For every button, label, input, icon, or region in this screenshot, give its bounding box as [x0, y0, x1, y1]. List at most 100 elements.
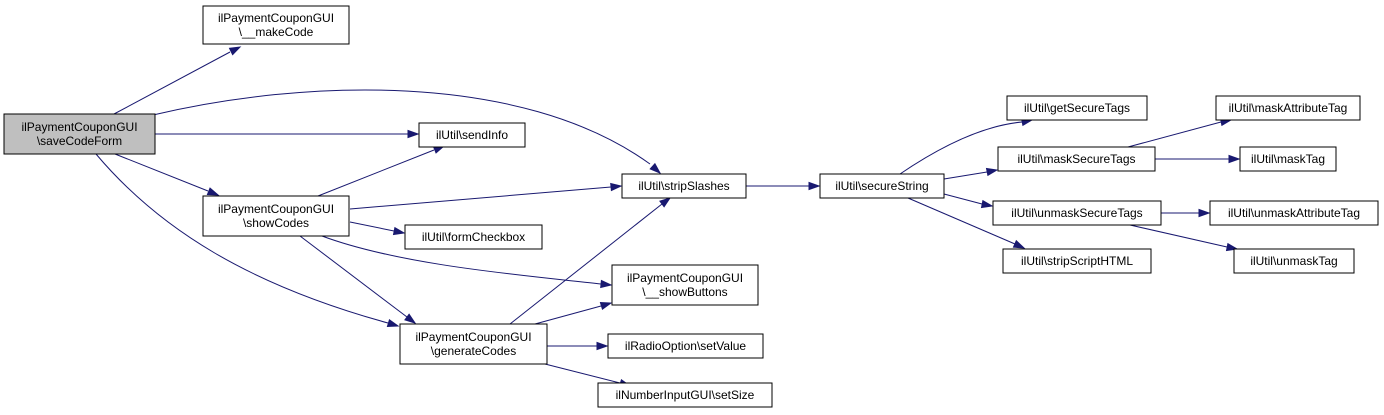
edge-line: [321, 235, 602, 285]
node-formCheckbox[interactable]: ilUtil\formCheckbox: [404, 224, 543, 250]
edge-line: [509, 203, 663, 325]
node-label: ilNumberInputGUI\setSize: [616, 388, 755, 402]
node-label: ilPaymentCouponGUI: [415, 330, 531, 344]
edge-line: [299, 235, 408, 318]
node-label: ilUtil\unmaskTag: [1250, 254, 1337, 268]
arrowhead-icon: [206, 187, 220, 196]
edge-saveCodeForm-to-showCodes: [114, 153, 220, 196]
node-setValue[interactable]: ilRadioOption\setValue: [607, 333, 764, 359]
edge-unmaskSecureTags-to-unmaskAttributeTag: [1161, 208, 1211, 218]
node-sendInfo[interactable]: ilUtil\sendInfo: [418, 122, 526, 148]
arrowhead-icon: [1012, 239, 1026, 249]
node-box: [997, 146, 1156, 172]
edge-line: [534, 305, 602, 325]
edge-line: [943, 171, 988, 180]
edge-line: [899, 121, 1023, 175]
node-box: [1233, 248, 1355, 274]
node-getSecureTags[interactable]: ilUtil\getSecureTags: [1006, 95, 1148, 121]
edge-maskSecureTags-to-maskAttributeTag: [1127, 117, 1233, 148]
node-box: [404, 224, 543, 250]
edge-showCodes-to-sendInfo: [317, 145, 446, 197]
node-box: [1209, 200, 1379, 226]
node-label: ilPaymentCouponGUI: [627, 271, 743, 285]
edge-line: [943, 193, 983, 205]
node-stripScriptHTML[interactable]: ilUtil\stripScriptHTML: [1002, 248, 1152, 274]
node-label: ilUtil\maskSecureTags: [1017, 152, 1135, 166]
node-box: [399, 323, 548, 365]
node-box: [1006, 95, 1148, 121]
node-label: ilUtil\unmaskSecureTags: [1011, 206, 1142, 220]
edge-showCodes-to-generateCodes: [299, 235, 417, 324]
node-maskSecureTags[interactable]: ilUtil\maskSecureTags: [997, 146, 1156, 172]
node-label: ilRadioOption\setValue: [625, 339, 747, 353]
node-box: [621, 173, 747, 199]
node-box: [607, 333, 764, 359]
arrowhead-icon: [407, 129, 420, 139]
edge-line: [349, 186, 612, 210]
node-label: ilUtil\maskTag: [1251, 152, 1325, 166]
edge-secureString-to-maskSecureTags: [943, 167, 999, 180]
arrowhead-icon: [808, 181, 821, 191]
edge-generateCodes-to-showButtons: [534, 301, 613, 325]
edge-showCodes-to-showButtons: [321, 235, 613, 289]
edge-secureString-to-unmaskSecureTags: [943, 193, 994, 209]
edge-secureString-to-stripScriptHTML: [907, 197, 1026, 249]
edge-line: [544, 363, 621, 384]
node-box: [1002, 248, 1152, 274]
arrowhead-icon: [1198, 208, 1211, 218]
node-box: [202, 195, 350, 237]
node-label: ilUtil\unmaskAttributeTag: [1228, 206, 1360, 220]
node-label: \generateCodes: [431, 344, 516, 358]
edge-generateCodes-to-setValue: [547, 341, 609, 351]
node-unmaskSecureTags[interactable]: ilUtil\unmaskSecureTags: [992, 200, 1162, 226]
arrowhead-icon: [600, 279, 613, 289]
node-setSize[interactable]: ilNumberInputGUI\setSize: [597, 382, 773, 408]
node-label: ilUtil\secureString: [835, 179, 928, 193]
edge-saveCodeForm-to-sendInfo: [155, 129, 420, 139]
node-maskAttributeTag[interactable]: ilUtil\maskAttributeTag: [1215, 95, 1361, 121]
node-label: \saveCodeForm: [37, 134, 122, 148]
node-showCodes[interactable]: ilPaymentCouponGUI\showCodes: [202, 195, 350, 237]
arrowhead-icon: [404, 313, 417, 324]
node-generateCodes[interactable]: ilPaymentCouponGUI\generateCodes: [399, 323, 548, 365]
node-maskTag[interactable]: ilUtil\maskTag: [1239, 146, 1337, 172]
edge-showCodes-to-stripSlashes: [349, 182, 623, 210]
edge-stripSlashes-to-secureString: [746, 181, 821, 191]
node-box: [3, 113, 156, 155]
node-unmaskAttributeTag[interactable]: ilUtil\unmaskAttributeTag: [1209, 200, 1379, 226]
edge-showCodes-to-formCheckbox: [349, 221, 406, 236]
arrowhead-icon: [980, 199, 994, 209]
node-stripSlashes[interactable]: ilUtil\stripSlashes: [621, 173, 747, 199]
node-label: ilPaymentCouponGUI: [21, 120, 137, 134]
arrowhead-icon: [985, 167, 999, 177]
edge-line: [113, 51, 231, 115]
node-label: ilUtil\sendInfo: [436, 128, 508, 142]
node-unmaskTag[interactable]: ilUtil\unmaskTag: [1233, 248, 1355, 274]
edge-line: [1129, 224, 1228, 248]
edges-layer: [95, 46, 1241, 388]
arrowhead-icon: [610, 182, 623, 192]
node-box: [1215, 95, 1361, 121]
node-label: ilUtil\maskAttributeTag: [1229, 101, 1348, 115]
edge-saveCodeForm-to-makeCode: [113, 46, 242, 115]
edge-line: [95, 153, 389, 324]
node-label: ilUtil\stripScriptHTML: [1021, 254, 1133, 268]
node-label: ilUtil\stripSlashes: [638, 179, 729, 193]
node-box: [1239, 146, 1337, 172]
node-makeCode[interactable]: ilPaymentCouponGUI\__makeCode: [202, 5, 350, 45]
node-showButtons[interactable]: ilPaymentCouponGUI\__showButtons: [611, 264, 759, 306]
edge-generateCodes-to-stripSlashes: [509, 197, 672, 325]
arrowhead-icon: [386, 318, 400, 328]
arrowhead-icon: [392, 226, 406, 236]
edge-unmaskSecureTags-to-unmaskTag: [1129, 224, 1239, 252]
edge-line: [152, 89, 651, 165]
arrowhead-icon: [1228, 154, 1241, 164]
node-secureString[interactable]: ilUtil\secureString: [819, 173, 945, 199]
node-saveCodeForm[interactable]: ilPaymentCouponGUI\saveCodeForm: [3, 113, 156, 155]
edge-line: [114, 153, 209, 192]
edge-saveCodeForm-to-stripSlashes: [152, 89, 662, 175]
node-label: \showCodes: [243, 216, 309, 230]
edge-line: [907, 197, 1016, 245]
edge-line: [1127, 121, 1222, 148]
